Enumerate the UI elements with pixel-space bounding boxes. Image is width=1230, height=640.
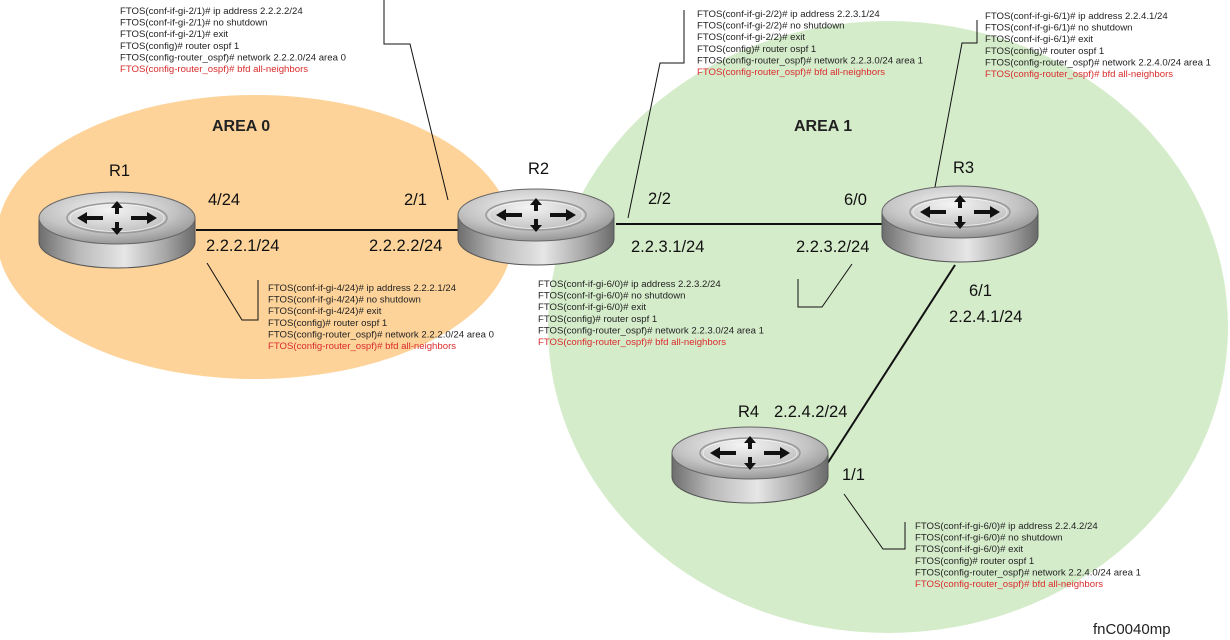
config-command-line: FTOS(config-router_ospf)# network 2.2.4.… [985, 57, 1211, 68]
config-command-line: FTOS(conf-if-gi-6/0)# ip address 2.2.4.2… [915, 521, 1098, 532]
router-r1-label: R1 [109, 162, 130, 180]
r3-left-ip-label: 2.2.3.2/24 [796, 238, 869, 256]
config-command-line: FTOS(conf-if-gi-2/1)# no shutdown [120, 18, 268, 29]
r2-right-port-label: 2/2 [648, 190, 671, 208]
config-command-line: FTOS(config-router_ospf)# bfd all-neighb… [120, 64, 308, 75]
config-command-line: FTOS(conf-if-gi-2/1)# exit [120, 29, 228, 40]
r2-left-ip-label: 2.2.2.2/24 [369, 237, 442, 255]
r3-down-ip-label: 2.2.4.1/24 [949, 308, 1022, 326]
config-command-line: FTOS(conf-if-gi-4/24)# ip address 2.2.2.… [268, 283, 457, 294]
config-command-line: FTOS(conf-if-gi-2/1)# ip address 2.2.2.2… [120, 6, 303, 17]
config-command-line: FTOS(conf-if-gi-4/24)# exit [268, 306, 382, 317]
config-command-line: FTOS(config-router_ospf)# network 2.2.4.… [915, 567, 1141, 578]
config-command-line: FTOS(config-router_ospf)# network 2.2.3.… [538, 325, 764, 336]
router-r4-label: R4 [738, 403, 759, 421]
config-command-line: FTOS(conf-if-gi-6/0)# no shutdown [915, 533, 1063, 544]
config-r4-gi60: FTOS(conf-if-gi-6/0)# ip address 2.2.4.2… [915, 521, 1141, 590]
leader-r2-gi21 [383, 0, 449, 201]
router-r4[interactable]: R4 [671, 403, 829, 504]
config-command-line: FTOS(conf-if-gi-6/0)# ip address 2.2.3.2… [538, 279, 721, 290]
r3-down-port-label: 6/1 [969, 282, 992, 300]
config-command-line: FTOS(conf-if-gi-6/0)# no shutdown [538, 291, 686, 302]
config-command-line: FTOS(config-router_ospf)# bfd all-neighb… [915, 579, 1103, 590]
r1-port-label: 4/24 [208, 191, 240, 209]
r2-right-ip-label: 2.2.3.1/24 [631, 238, 704, 256]
area-0-label: AREA 0 [212, 118, 270, 135]
config-command-line: FTOS(conf-if-gi-6/1)# ip address 2.2.4.1… [985, 11, 1168, 22]
router-r2-label: R2 [528, 160, 549, 178]
area-1-label: AREA 1 [794, 118, 852, 135]
config-command-line: FTOS(config-router_ospf)# bfd all-neighb… [268, 341, 456, 352]
r1-ip-label: 2.2.2.1/24 [206, 237, 279, 255]
config-command-line: FTOS(config)# router ospf 1 [120, 41, 239, 52]
leader-r3-gi60 [797, 263, 853, 308]
config-r1-gi424: FTOS(conf-if-gi-4/24)# ip address 2.2.2.… [268, 283, 494, 352]
config-command-line: FTOS(config-router_ospf)# bfd all-neighb… [985, 69, 1173, 80]
leader-r4-gi60 [843, 493, 906, 550]
router-r3[interactable]: R3 [881, 159, 1039, 263]
config-command-line: FTOS(conf-if-gi-4/24)# no shutdown [268, 295, 421, 306]
config-command-line: FTOS(config)# router ospf 1 [985, 46, 1104, 57]
r3-left-port-label: 6/0 [844, 191, 867, 209]
config-command-line: FTOS(config-router_ospf)# network 2.2.2.… [268, 329, 494, 340]
config-command-line: FTOS(conf-if-gi-6/1)# no shutdown [985, 23, 1133, 34]
router-r2[interactable]: R2 [457, 160, 615, 266]
config-command-line: FTOS(config-router_ospf)# bfd all-neighb… [697, 67, 885, 78]
router-r3-label: R3 [953, 159, 974, 177]
r2-left-port-label: 2/1 [404, 191, 427, 209]
config-command-line: FTOS(conf-if-gi-2/2)# ip address 2.2.3.1… [697, 9, 880, 20]
leader-r2-gi22 [627, 10, 685, 219]
config-command-line: FTOS(config)# router ospf 1 [538, 314, 657, 325]
config-r2-gi22: FTOS(conf-if-gi-2/2)# ip address 2.2.3.1… [697, 9, 923, 78]
link-r3-r4 [817, 264, 956, 479]
config-command-line: FTOS(conf-if-gi-6/0)# exit [915, 544, 1023, 555]
r4-port-label: 1/1 [842, 466, 865, 484]
config-r3-gi61: FTOS(conf-if-gi-6/1)# ip address 2.2.4.1… [985, 11, 1211, 80]
figure-id: fnC0040mp [1093, 621, 1171, 638]
config-command-line: FTOS(config-router_ospf)# bfd all-neighb… [538, 337, 726, 348]
config-r3-gi60: FTOS(conf-if-gi-6/0)# ip address 2.2.3.2… [538, 279, 764, 348]
config-command-line: FTOS(conf-if-gi-6/1)# exit [985, 34, 1093, 45]
r4-ip-label: 2.2.4.2/24 [774, 403, 847, 421]
config-command-line: FTOS(config)# router ospf 1 [268, 318, 387, 329]
leader-r3-gi61 [934, 20, 978, 188]
router-r1[interactable]: R1 [38, 162, 196, 269]
config-command-line: FTOS(config)# router ospf 1 [915, 556, 1034, 567]
config-command-line: FTOS(config)# router ospf 1 [697, 44, 816, 55]
config-command-line: FTOS(conf-if-gi-2/2)# exit [697, 32, 805, 43]
area-0-region [0, 95, 513, 379]
config-command-line: FTOS(config-router_ospf)# network 2.2.2.… [120, 52, 346, 63]
config-command-line: FTOS(conf-if-gi-2/2)# no shutdown [697, 21, 845, 32]
leader-r1-gi424 [206, 262, 259, 321]
config-command-line: FTOS(conf-if-gi-6/0)# exit [538, 302, 646, 313]
config-r2-gi21: FTOS(conf-if-gi-2/1)# ip address 2.2.2.2… [120, 6, 346, 75]
config-command-line: FTOS(config-router_ospf)# network 2.2.3.… [697, 55, 923, 66]
